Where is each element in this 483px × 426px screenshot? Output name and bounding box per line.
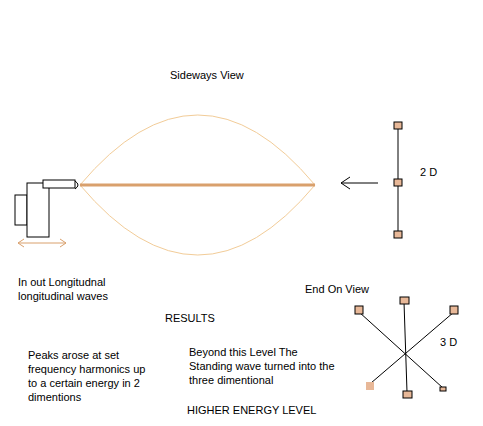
string-point <box>355 306 363 314</box>
motion-arrow <box>18 239 66 247</box>
string <box>80 184 315 187</box>
end-view-3d <box>359 312 443 388</box>
string-point <box>440 387 446 391</box>
result-note: Peaks arose at set frequency harmonics u… <box>28 348 156 404</box>
device-plate <box>15 195 27 225</box>
wave-envelope <box>80 185 315 255</box>
string-point <box>394 179 402 186</box>
dimension-label: 3 D <box>440 335 478 349</box>
string-point <box>366 382 374 390</box>
string-point <box>394 231 402 238</box>
wave-envelope <box>80 115 315 185</box>
result-heading: HIGHER ENERGY LEVEL <box>187 403 347 417</box>
end-view-3d <box>404 302 407 392</box>
device-body <box>27 183 49 237</box>
dimension-label: 2 D <box>420 165 460 179</box>
view-arrow <box>341 183 378 184</box>
string-point <box>403 391 412 398</box>
result-note: Beyond this Level The Standing wave turn… <box>189 345 337 387</box>
view-arrow <box>341 177 350 189</box>
device-rod <box>43 180 75 188</box>
note: In out Longitudnal longitudinal waves <box>18 275 130 303</box>
heading: RESULTS <box>165 311 245 325</box>
motion-arrow <box>18 243 66 244</box>
string-point <box>400 297 409 304</box>
string-point <box>394 122 402 129</box>
clamp <box>75 181 78 189</box>
string-point <box>450 306 458 314</box>
view-title: Sideways View <box>170 68 280 82</box>
view-title: End On View <box>305 282 395 296</box>
